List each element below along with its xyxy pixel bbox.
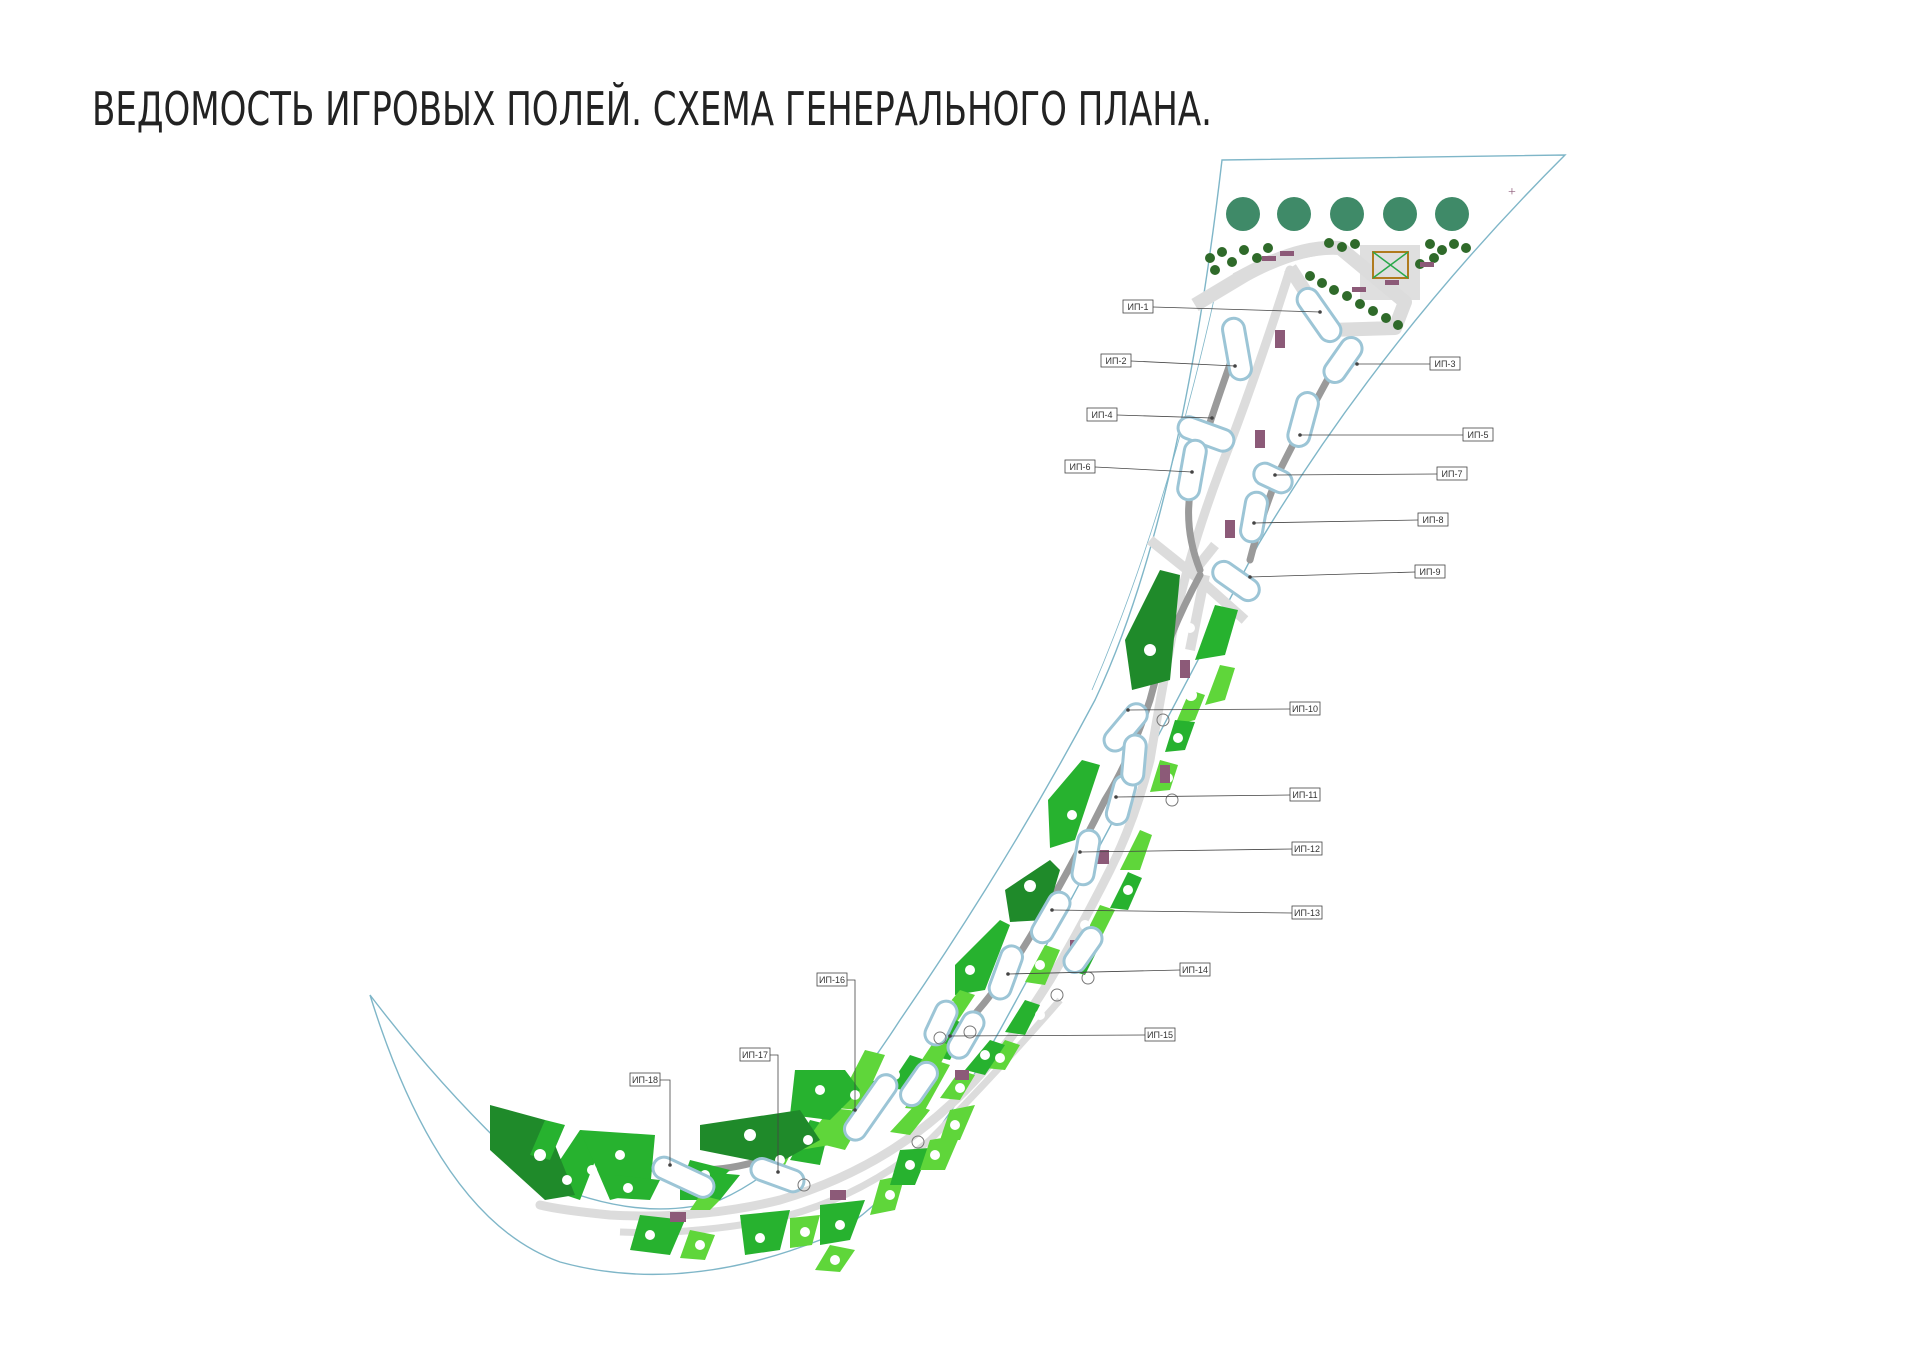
svg-text:ИП-14: ИП-14 [1182, 965, 1208, 975]
plus-marker-icon: + [1508, 185, 1516, 200]
field-shape-ip13 [1030, 890, 1072, 945]
svg-text:ИП-11: ИП-11 [1292, 790, 1317, 800]
field-shape-ip15 [946, 1010, 986, 1060]
shrubs [1205, 238, 1471, 330]
label-ip12: ИП-12 [1078, 841, 1323, 856]
page-title: ВЕДОМОСТЬ ИГРОВЫХ ПОЛЕЙ. СХЕМА ГЕНЕРАЛЬН… [92, 82, 1212, 136]
svg-text:ИП-18: ИП-18 [632, 1075, 658, 1085]
label-ip5: ИП-5 [1298, 427, 1494, 442]
field-shape-ip16 [843, 1073, 899, 1142]
bench-markers [1262, 251, 1434, 292]
svg-text:ИП-1: ИП-1 [1128, 302, 1149, 312]
main-path [535, 265, 1295, 1221]
field-shape-ip5 [1286, 391, 1320, 448]
svg-text:ИП-12: ИП-12 [1294, 844, 1320, 854]
label-ip3: ИП-3 [1355, 356, 1461, 371]
label-ip18: ИП-18 [629, 1072, 672, 1167]
label-ip16: ИП-16 [816, 972, 857, 1112]
game-fields [651, 286, 1364, 1199]
label-ip13: ИП-13 [1050, 905, 1323, 920]
label-ip8: ИП-8 [1252, 512, 1449, 527]
playground-frame-icon [1372, 251, 1409, 279]
lower-path [619, 997, 1063, 1236]
label-ip14: ИП-14 [1006, 962, 1211, 977]
label-ip10: ИП-10 [1126, 701, 1321, 716]
field-shape-ip17 [749, 1157, 806, 1194]
svg-text:ИП-5: ИП-5 [1468, 430, 1489, 440]
label-ip4: ИП-4 [1086, 407, 1214, 422]
label-ip2: ИП-2 [1100, 353, 1237, 368]
field-shape-ip9 [1211, 559, 1261, 603]
svg-text:ИП-16: ИП-16 [819, 975, 845, 985]
field-shape-ip1 [1295, 286, 1343, 344]
label-ip17: ИП-17 [739, 1047, 780, 1174]
entrance-area: + + [1191, 185, 1516, 337]
field-shape-ip2 [1221, 316, 1253, 382]
field-shape-ip6 [1176, 438, 1208, 502]
label-ip9: ИП-9 [1248, 564, 1446, 579]
field-shape-ip12 [1070, 828, 1102, 887]
svg-text:ИП-8: ИП-8 [1423, 515, 1444, 525]
svg-text:ИП-6: ИП-6 [1070, 462, 1091, 472]
svg-text:ИП-4: ИП-4 [1092, 410, 1113, 420]
label-ip11: ИП-11 [1114, 787, 1321, 802]
svg-text:ИП-9: ИП-9 [1420, 567, 1441, 577]
field-shape-ip14 [987, 944, 1024, 1001]
label-ip7: ИП-7 [1273, 466, 1468, 481]
label-ip1: ИП-1 [1122, 299, 1322, 314]
label-ip6: ИП-6 [1064, 459, 1194, 474]
svg-text:ИП-10: ИП-10 [1292, 704, 1318, 714]
large-trees [1226, 197, 1469, 231]
site-boundary [369, 154, 1567, 1276]
field-shape-ip8 [1239, 490, 1269, 544]
svg-text:ИП-7: ИП-7 [1442, 469, 1463, 479]
site-boundary-inner [1091, 294, 1216, 691]
svg-text:ИП-2: ИП-2 [1106, 356, 1127, 366]
field-labels: ИП-1 ИП-2 ИП-3 ИП-4 ИП-5 [629, 299, 1494, 1174]
svg-text:ИП-17: ИП-17 [742, 1050, 768, 1060]
label-ip15: ИП-15 [948, 1027, 1176, 1042]
field-shape-ip18 [651, 1155, 716, 1199]
field-shape-ip7 [1252, 461, 1294, 495]
svg-text:ИП-3: ИП-3 [1435, 359, 1456, 369]
field-shape-ip3 [1322, 336, 1364, 384]
svg-text:ИП-15: ИП-15 [1147, 1030, 1173, 1040]
svg-text:ИП-13: ИП-13 [1294, 908, 1320, 918]
